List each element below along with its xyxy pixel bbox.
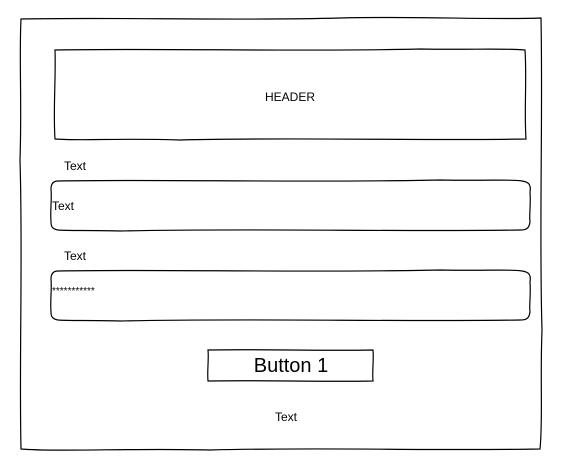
password-input-value: *********** [52,286,95,297]
password-field-label: Text [64,249,87,263]
header-box [53,48,527,141]
password-field-outline [50,269,531,322]
text-field-outline [50,179,531,232]
window-frame [19,16,543,451]
password-input[interactable]: *********** [51,271,530,320]
header-title: HEADER [264,90,315,104]
footer-text: Text [274,410,297,424]
text-field-label: Text [64,159,87,173]
button-outline [207,349,374,382]
text-input[interactable]: Text [51,181,530,230]
text-input-value: Text [52,199,75,213]
button-1[interactable]: Button 1 [253,355,329,377]
